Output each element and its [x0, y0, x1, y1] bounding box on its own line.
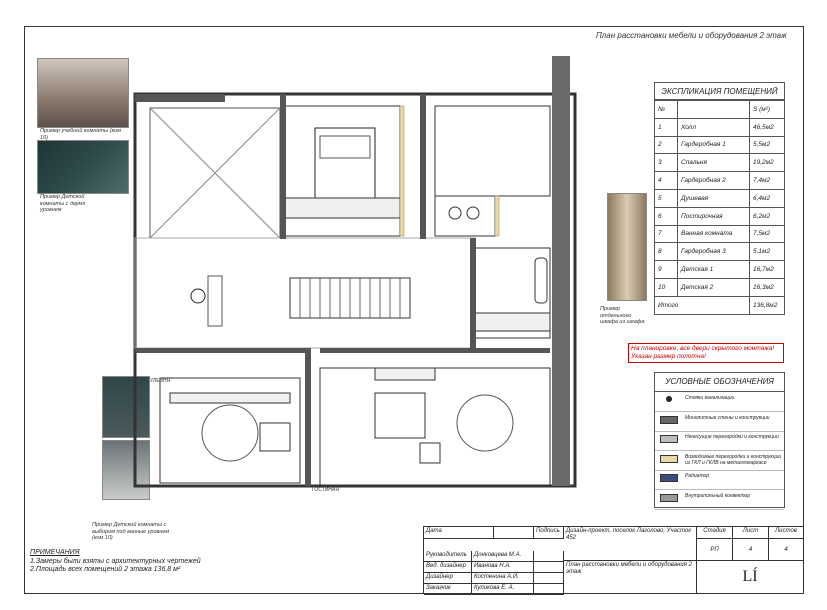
wardrobe-1 — [284, 197, 401, 219]
note-1: 1.Замеры были взяты с архитектурных черт… — [30, 557, 201, 565]
tb-person: Иванова Н.А. — [472, 562, 534, 573]
tb-logo: LÍ — [742, 568, 758, 585]
tb-person: Куликова Е. А. — [472, 584, 534, 595]
tb-sheet-label: Лист — [733, 527, 769, 539]
round-rug-2 — [456, 394, 514, 452]
legend-item: Возводимые перегородки и конструкции из … — [655, 450, 784, 471]
legend-title: УСЛОВНЫЕ ОБОЗНАЧЕНИЯ — [655, 373, 784, 392]
kids-room-1 — [159, 377, 301, 484]
wall-top-left — [135, 94, 225, 102]
tb-signature: Подпись — [534, 527, 564, 539]
plan-label-gostinaya: ГОСТИНАЯ — [312, 487, 339, 493]
kids-photo-1-caption: Пример Детской комнаты с двумя уровнем — [40, 194, 86, 213]
legend-swatch — [660, 474, 678, 482]
tb-stage: РП — [697, 539, 733, 561]
bed — [314, 127, 376, 199]
kids-photo-2b — [102, 440, 150, 500]
tb-sheets: 4 — [769, 539, 803, 561]
tb-date: Дата — [424, 527, 494, 539]
wardrobe-photo-caption: Пример отдельного шкафа из шкафа — [600, 306, 645, 325]
legend-item: Стояки канализации — [655, 391, 784, 412]
legend-swatch — [660, 454, 678, 463]
tb-sheets-label: Листов — [769, 527, 803, 539]
table-total-row: Итого 136,8м2 — [654, 295, 785, 315]
tb-role: Вед. дизайнер — [424, 562, 472, 573]
tb-project: Дизайн-проект, поселок Лаголово, Участок… — [564, 527, 697, 561]
hidden-doors-note: На планировке, все двери скрытого монтаж… — [628, 343, 784, 363]
notes-title: ПРИМЕЧАНИЯ — [30, 549, 80, 556]
kids-photo-2 — [102, 376, 150, 438]
legend-swatch — [660, 435, 678, 443]
tb-role: Дизайнер — [424, 573, 472, 584]
tb-sheet-name: План расстановки мебели и оборудования 2… — [564, 561, 697, 594]
note-2: 2.Площадь всех помещений 2 этажа 136,8 м… — [30, 566, 181, 573]
wardrobe-3 — [474, 312, 551, 332]
wardrobe-photo — [607, 193, 647, 301]
tb-person: Донковцева М.А. — [472, 551, 534, 562]
floor-plan: УЛЕВНЯ ГОСТИНАЯ — [133, 56, 577, 493]
explication-title: ЭКСПЛИКАЦИЯ ПОМЕЩЕНИЙ — [654, 82, 785, 100]
kids-photo-1 — [37, 140, 129, 194]
bed-kids-2 — [374, 392, 426, 439]
laundry — [434, 195, 496, 237]
round-rug-1 — [201, 404, 259, 462]
plan-label-uvelnya: УЛЕВНЯ — [150, 378, 171, 384]
study-photo — [37, 58, 129, 128]
tb-role: Заказчик — [424, 584, 472, 595]
tb-stage-label: Стадия — [697, 527, 733, 539]
legend-item: Радиатор — [655, 469, 784, 490]
legend-item: Монолитные стены и конструкции — [655, 411, 784, 432]
legend-item: Ненесущие перегородки и конструкции — [655, 430, 784, 451]
kids-photo-2-caption: Пример Детской комнаты с выбором под ван… — [92, 522, 170, 541]
kids-room-2 — [319, 367, 551, 487]
bathtub — [534, 257, 548, 304]
legend-swatch — [660, 493, 678, 502]
tb-role: Руководитель — [424, 551, 472, 562]
legend-swatch — [666, 396, 672, 402]
notes: ПРИМЕЧАНИЯ 1.Замеры были взяты с архитек… — [30, 549, 201, 575]
sheet-title: План расстановки мебели и оборудования 2… — [596, 31, 787, 40]
legend-item: Внутрипольный конвектор — [655, 489, 784, 510]
tb-person: Костенина А.И. — [472, 573, 534, 584]
table-header-row: № S (м²) — [654, 100, 785, 119]
tb-sheet: 4 — [733, 539, 769, 561]
wall-column-right — [552, 56, 570, 486]
shower-room — [434, 105, 551, 197]
study-photo-caption: Пример учебной комнаты (ком 10) — [40, 128, 121, 141]
hall — [134, 237, 476, 349]
legend-swatch — [660, 415, 678, 424]
